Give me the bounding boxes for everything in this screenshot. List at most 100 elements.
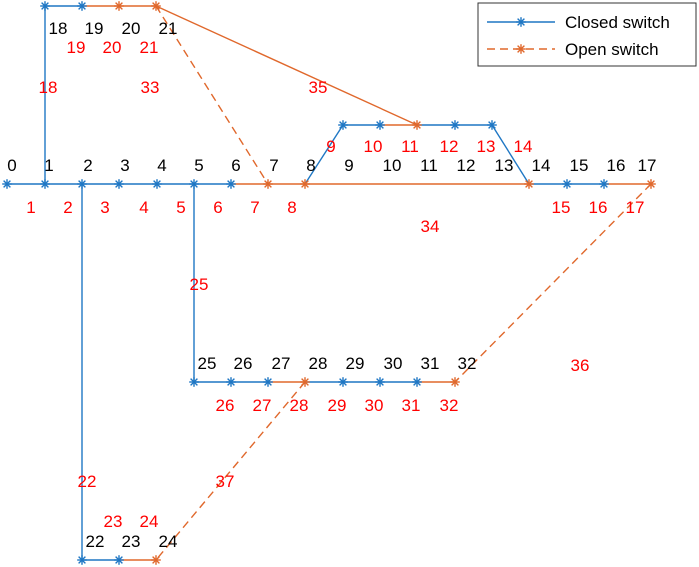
node-9-marker bbox=[338, 120, 348, 130]
node-3-marker bbox=[114, 179, 124, 189]
node-20-marker bbox=[114, 1, 124, 11]
node-10-marker bbox=[375, 120, 385, 130]
node-23-marker bbox=[114, 555, 124, 565]
branch-label-28: 28 bbox=[290, 396, 309, 415]
node-label-15: 15 bbox=[570, 156, 589, 175]
branch-label-7: 7 bbox=[250, 198, 259, 217]
node-label-14: 14 bbox=[532, 156, 551, 175]
node-label-23: 23 bbox=[122, 532, 141, 551]
branch-label-25: 25 bbox=[190, 275, 209, 294]
node-label-22: 22 bbox=[86, 532, 105, 551]
branch-label-31: 31 bbox=[402, 396, 421, 415]
node-label-12: 12 bbox=[457, 156, 476, 175]
branch-label-35: 35 bbox=[309, 78, 328, 97]
node-19-marker bbox=[77, 1, 87, 11]
branch-label-36: 36 bbox=[571, 356, 590, 375]
branch-label-8: 8 bbox=[287, 198, 296, 217]
branch-label-11: 11 bbox=[401, 137, 419, 156]
node-label-31: 31 bbox=[421, 354, 440, 373]
node-label-9: 9 bbox=[344, 156, 353, 175]
node-label-30: 30 bbox=[384, 354, 403, 373]
node-11-marker bbox=[412, 120, 422, 130]
branch-label-22: 22 bbox=[78, 472, 97, 491]
branch-36-line bbox=[454, 183, 652, 383]
node-label-2: 2 bbox=[83, 156, 92, 175]
node-0-marker bbox=[2, 179, 12, 189]
branch-label-13: 13 bbox=[477, 137, 496, 156]
node-1-marker bbox=[40, 179, 50, 189]
branch-label-32: 32 bbox=[440, 396, 459, 415]
node-15-marker bbox=[562, 179, 572, 189]
node-label-27: 27 bbox=[272, 354, 291, 373]
node-2-marker bbox=[77, 179, 87, 189]
node-label-4: 4 bbox=[157, 156, 166, 175]
node-7-marker bbox=[263, 179, 273, 189]
node-label-13: 13 bbox=[495, 156, 514, 175]
branch-label-20: 20 bbox=[103, 38, 122, 57]
legend-closed-label: Closed switch bbox=[565, 13, 670, 32]
branch-label-26: 26 bbox=[216, 396, 235, 415]
switch-markers bbox=[2, 1, 656, 565]
node-label-18: 18 bbox=[49, 19, 68, 38]
node-label-7: 7 bbox=[269, 156, 278, 175]
node-label-10: 10 bbox=[383, 156, 402, 175]
node-label-32: 32 bbox=[458, 354, 477, 373]
branch-label-18: 18 bbox=[39, 78, 58, 97]
branch-label-4: 4 bbox=[139, 198, 148, 217]
branch-label-17: 17 bbox=[626, 198, 645, 217]
node-label-17: 17 bbox=[638, 156, 657, 175]
node-8-marker bbox=[300, 179, 310, 189]
branch-33-line bbox=[155, 5, 269, 185]
node-label-26: 26 bbox=[234, 354, 253, 373]
branch-label-16: 16 bbox=[589, 198, 608, 217]
branch-label-9: 9 bbox=[326, 137, 335, 156]
branch-label-2: 2 bbox=[63, 198, 72, 217]
node-18-marker bbox=[40, 1, 50, 11]
legend-box bbox=[477, 2, 697, 67]
node-label-3: 3 bbox=[120, 156, 129, 175]
node-label-24: 24 bbox=[159, 532, 178, 551]
branch-label-19: 19 bbox=[67, 38, 86, 57]
node-22-marker bbox=[77, 555, 87, 565]
branch-9-line bbox=[304, 124, 344, 185]
node-label-0: 0 bbox=[7, 156, 16, 175]
node-label-6: 6 bbox=[231, 156, 240, 175]
node-12-marker bbox=[450, 120, 460, 130]
branch-label-5: 5 bbox=[176, 198, 185, 217]
branch-14-line bbox=[491, 124, 530, 185]
branch-label-12: 12 bbox=[440, 137, 459, 156]
branch-35-line bbox=[155, 5, 418, 126]
legend-open-label: Open switch bbox=[565, 40, 659, 59]
node-5-marker bbox=[189, 179, 199, 189]
legend-open-marker bbox=[516, 44, 526, 54]
node-label-20: 20 bbox=[122, 19, 141, 38]
node-32-marker bbox=[450, 377, 460, 387]
node-label-28: 28 bbox=[309, 354, 328, 373]
branch-label-37: 37 bbox=[216, 472, 235, 491]
branch-label-10: 10 bbox=[364, 137, 383, 156]
branch-label-24: 24 bbox=[140, 512, 159, 531]
node-label-19: 19 bbox=[85, 19, 104, 38]
node-label-29: 29 bbox=[346, 354, 365, 373]
node-16-marker bbox=[599, 179, 609, 189]
node-21-marker bbox=[151, 1, 161, 11]
legend: Closed switch Open switch bbox=[477, 2, 697, 67]
node-28-marker bbox=[300, 377, 310, 387]
node-label-1: 1 bbox=[44, 156, 53, 175]
legend-closed-marker bbox=[516, 17, 526, 27]
branch-label-34: 34 bbox=[421, 217, 440, 236]
node-27-marker bbox=[263, 377, 273, 387]
node-14-marker bbox=[524, 179, 534, 189]
node-17-marker bbox=[646, 179, 656, 189]
node-26-marker bbox=[226, 377, 236, 387]
node-label-5: 5 bbox=[194, 156, 203, 175]
branch-label-6: 6 bbox=[213, 198, 222, 217]
branch-label-27: 27 bbox=[253, 396, 272, 415]
branch-label-1: 1 bbox=[26, 198, 35, 217]
branch-label-23: 23 bbox=[104, 512, 123, 531]
branch-lines bbox=[7, 5, 651, 561]
node-31-marker bbox=[412, 377, 422, 387]
